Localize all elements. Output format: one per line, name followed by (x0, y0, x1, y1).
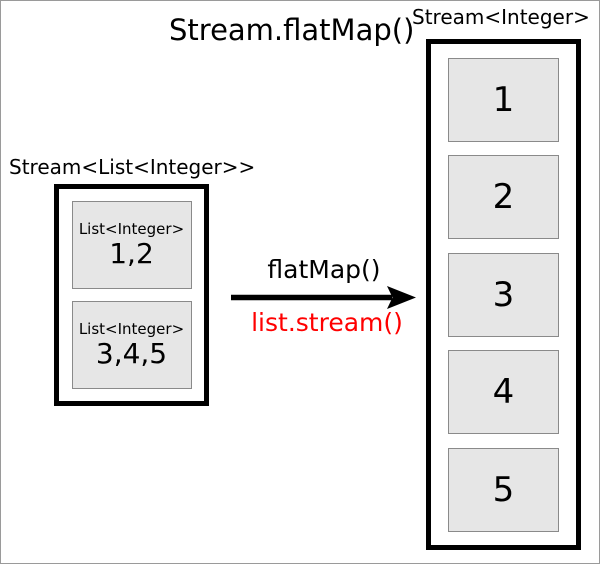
list-type-label: List<Integer> (78, 319, 185, 338)
operation-label: flatMap() (267, 255, 381, 284)
list-values: 1,2 (109, 237, 154, 271)
source-stream-label: Stream<List<Integer>> (9, 155, 256, 179)
operation-sublabel: list.stream() (251, 308, 403, 337)
stream-element-box: 3 (448, 252, 559, 337)
result-stream-box: 1 2 3 4 5 (426, 39, 581, 550)
stream-element-box: 1 (448, 57, 559, 142)
list-values: 3,4,5 (95, 337, 168, 371)
stream-element-box: 4 (448, 350, 559, 434)
source-stream-box: List<Integer> 1,2 List<Integer> 3,4,5 (54, 184, 209, 406)
diagram-title: Stream.flatMap() (169, 13, 415, 47)
flatmap-arrow-icon (231, 286, 416, 309)
result-stream-label: Stream<Integer> (412, 5, 590, 29)
list-item-box: List<Integer> 1,2 (71, 201, 192, 289)
stream-element-box: 5 (448, 447, 559, 532)
stream-element-box: 2 (448, 155, 559, 239)
list-type-label: List<Integer> (78, 219, 185, 238)
list-item-box: List<Integer> 3,4,5 (71, 301, 192, 389)
